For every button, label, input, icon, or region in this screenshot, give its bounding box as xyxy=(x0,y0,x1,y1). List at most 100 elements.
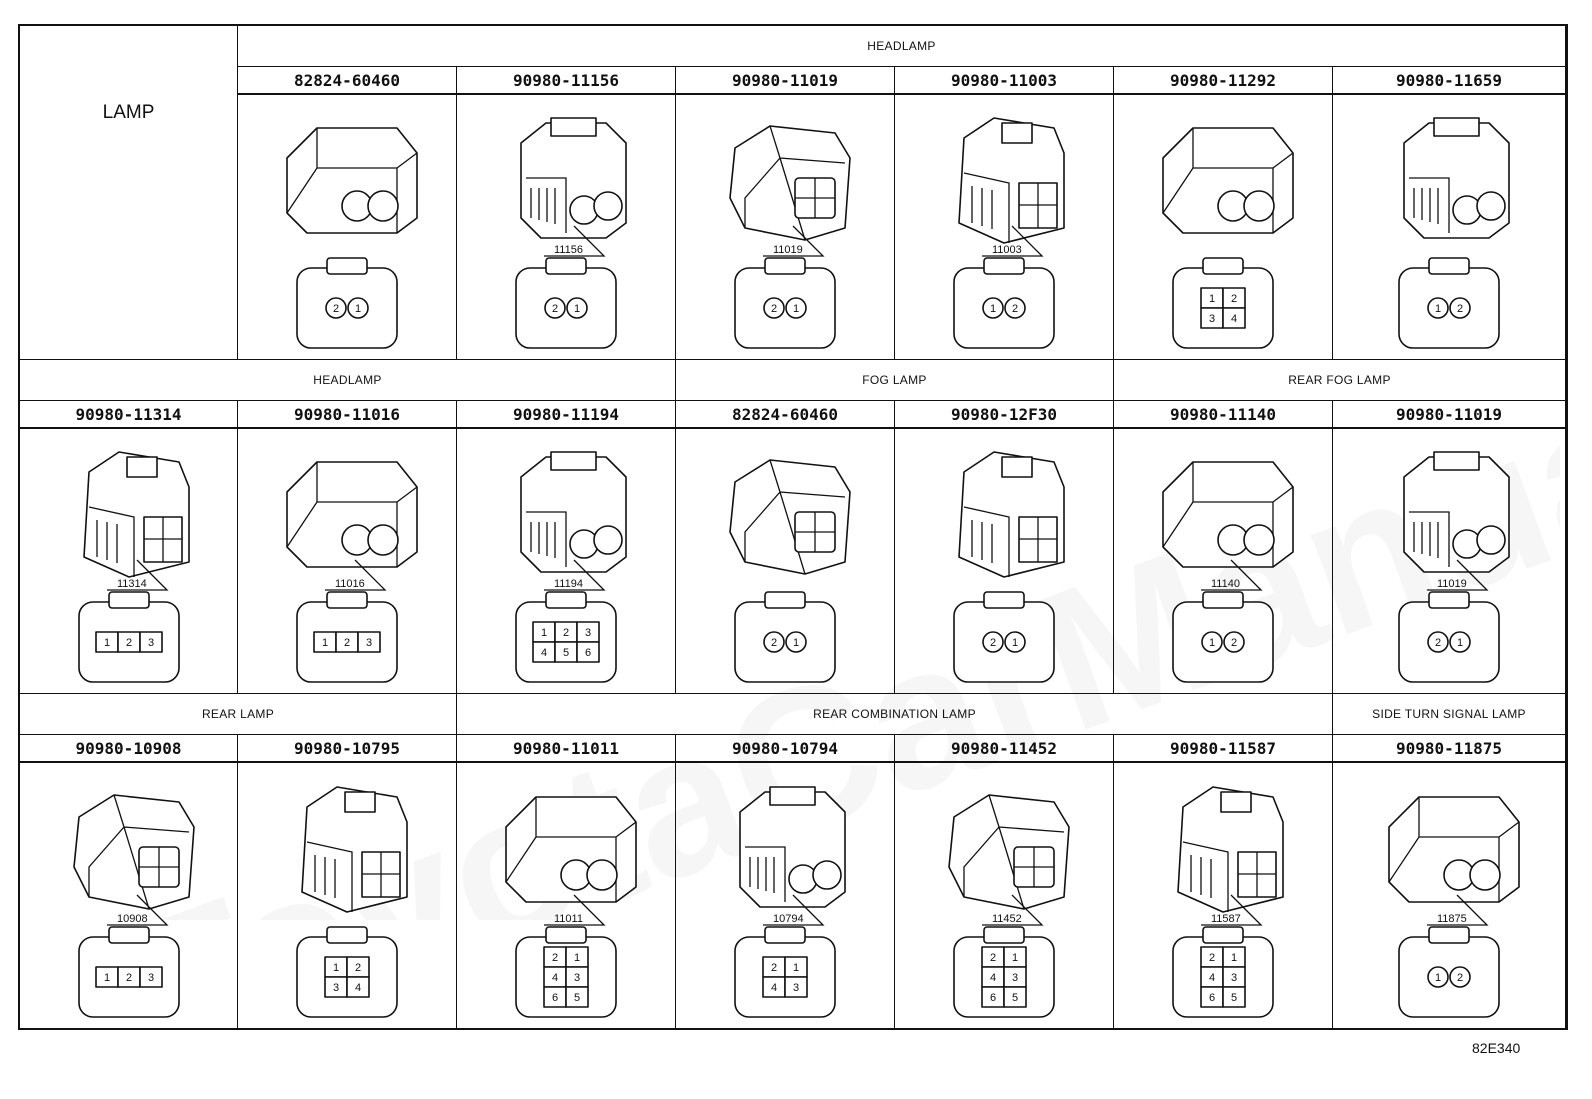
pin-number: 2 xyxy=(552,303,558,315)
part-number: 90980-12F30 xyxy=(895,401,1114,429)
pin-number: 3 xyxy=(585,627,591,639)
pin-number: 1 xyxy=(1435,972,1441,984)
pin-number: 1 xyxy=(793,637,799,649)
category-header: SIDE TURN SIGNAL LAMP xyxy=(1333,694,1566,735)
pin-number: 4 xyxy=(1209,972,1215,984)
pin-number: 1 xyxy=(574,303,580,315)
part-number: 90980-11156 xyxy=(457,67,676,95)
pin-number: 2 xyxy=(1012,303,1018,315)
part-number: 90980-10795 xyxy=(238,735,457,763)
pin-number: 1 xyxy=(104,637,110,649)
pin-number: 1 xyxy=(1435,303,1441,315)
pin-number: 1 xyxy=(793,303,799,315)
pin-number: 6 xyxy=(990,992,996,1004)
pin-number: 5 xyxy=(1231,992,1237,1004)
pin-number: 1 xyxy=(104,972,110,984)
pin-number: 1 xyxy=(793,962,799,974)
pin-number: 5 xyxy=(563,647,569,659)
pin-number: 2 xyxy=(990,637,996,649)
category-header: REAR COMBINATION LAMP xyxy=(457,694,1333,735)
category-header: HEADLAMP xyxy=(20,360,676,401)
category-header: FOG LAMP xyxy=(676,360,1114,401)
lamp-heading: LAMP xyxy=(20,26,238,360)
pin-number: 3 xyxy=(1209,313,1215,325)
pin-number: 1 xyxy=(355,303,361,315)
category-header: HEADLAMP xyxy=(238,26,1566,67)
pin-number: 3 xyxy=(1231,972,1237,984)
pin-number: 6 xyxy=(585,647,591,659)
pin-number: 5 xyxy=(574,992,580,1004)
leader-label: 11011 xyxy=(554,913,583,925)
part-number: 90980-11011 xyxy=(457,735,676,763)
pin-number: 2 xyxy=(771,962,777,974)
pin-number: 2 xyxy=(563,627,569,639)
pin-number: 3 xyxy=(574,972,580,984)
pin-number: 6 xyxy=(1209,992,1215,1004)
leader-label: 11019 xyxy=(1437,578,1467,590)
part-number: 90980-10794 xyxy=(676,735,895,763)
pin-number: 5 xyxy=(1012,992,1018,1004)
leader-label: 11003 xyxy=(992,244,1022,256)
pin-number: 4 xyxy=(771,982,777,994)
part-number: 90980-11194 xyxy=(457,401,676,429)
part-number: 90980-11314 xyxy=(20,401,238,429)
pin-number: 2 xyxy=(126,637,132,649)
pin-number: 3 xyxy=(148,637,154,649)
pin-number: 4 xyxy=(355,982,361,994)
part-number: 90980-11016 xyxy=(238,401,457,429)
pin-number: 1 xyxy=(574,952,580,964)
pin-number: 4 xyxy=(552,972,558,984)
category-header: REAR LAMP xyxy=(20,694,457,735)
part-number: 90980-11659 xyxy=(1333,67,1566,95)
category-header: REAR FOG LAMP xyxy=(1114,360,1566,401)
pin-number: 2 xyxy=(333,303,339,315)
pin-number: 2 xyxy=(1435,637,1441,649)
part-number: 90980-11019 xyxy=(1333,401,1566,429)
part-number: 90980-10908 xyxy=(20,735,238,763)
leader-label: 10794 xyxy=(773,913,804,925)
pin-number: 2 xyxy=(552,952,558,964)
leader-label: 11875 xyxy=(1437,913,1467,925)
leader-label: 10908 xyxy=(117,913,148,925)
pin-number: 1 xyxy=(541,627,547,639)
pin-number: 2 xyxy=(1209,952,1215,964)
part-number: 90980-11019 xyxy=(676,67,895,95)
pin-number: 2 xyxy=(771,637,777,649)
pin-number: 1 xyxy=(1012,952,1018,964)
part-number: 90980-11587 xyxy=(1114,735,1333,763)
pin-number: 2 xyxy=(1231,293,1237,305)
part-number: 90980-11292 xyxy=(1114,67,1333,95)
pin-number: 3 xyxy=(333,982,339,994)
part-number: 90980-11003 xyxy=(895,67,1114,95)
